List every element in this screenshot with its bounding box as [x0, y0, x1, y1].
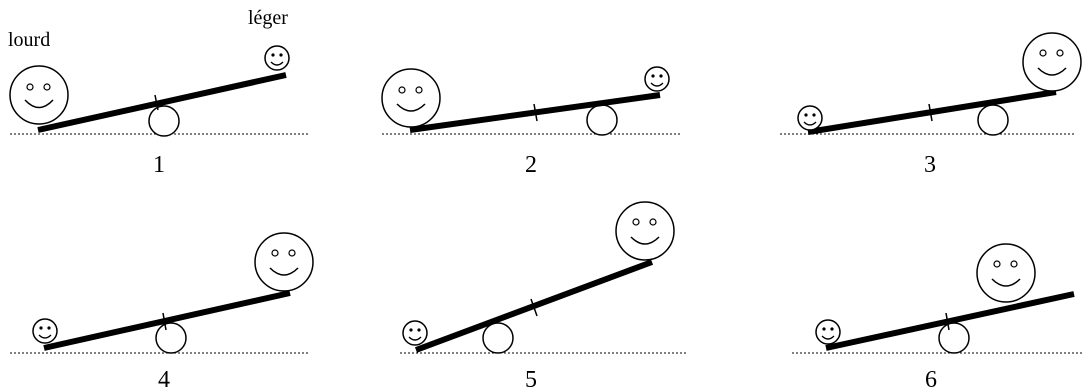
plank-center-mark — [945, 312, 950, 331]
light-smiley — [815, 319, 841, 345]
plank-center-mark — [533, 103, 538, 122]
heavy-smiley — [381, 68, 441, 128]
plank — [825, 291, 1075, 351]
light-smiley — [32, 318, 58, 344]
light-label: léger — [248, 7, 288, 29]
fulcrum — [977, 104, 1009, 136]
plank-center-mark — [928, 103, 933, 122]
panel-6: 6 — [792, 243, 1084, 389]
panel-3: 3 — [780, 32, 1082, 178]
panel-5: 5 — [400, 201, 688, 389]
panel-number: 3 — [924, 152, 936, 178]
panel-number: 6 — [925, 367, 937, 389]
heavy-smiley — [976, 243, 1036, 303]
panel-number: 1 — [153, 152, 165, 178]
panel-number: 2 — [525, 152, 537, 178]
plank — [37, 72, 287, 133]
fulcrum — [148, 105, 180, 137]
heavy-smiley — [254, 232, 314, 292]
panel-number: 5 — [525, 367, 537, 389]
panel-2: 2 — [381, 66, 682, 178]
heavy-smiley — [9, 65, 69, 125]
light-smiley — [402, 320, 428, 346]
fulcrum — [586, 104, 618, 136]
panel-1: 1 — [9, 45, 308, 178]
plank-center-mark — [154, 94, 159, 111]
light-smiley — [644, 66, 670, 92]
light-smiley — [797, 105, 823, 131]
plank — [807, 89, 1057, 135]
fulcrum — [938, 322, 970, 354]
heavy-label: lourd — [8, 29, 50, 51]
plank-center-mark — [530, 298, 538, 317]
plank — [43, 290, 291, 351]
panel-number: 4 — [158, 367, 170, 389]
plank-center-mark — [162, 312, 167, 331]
fulcrum — [482, 322, 514, 354]
heavy-smiley — [1022, 32, 1082, 92]
fulcrum — [155, 322, 187, 354]
light-smiley — [264, 45, 290, 71]
heavy-smiley — [615, 201, 675, 261]
panel-4: 4 — [10, 232, 314, 389]
